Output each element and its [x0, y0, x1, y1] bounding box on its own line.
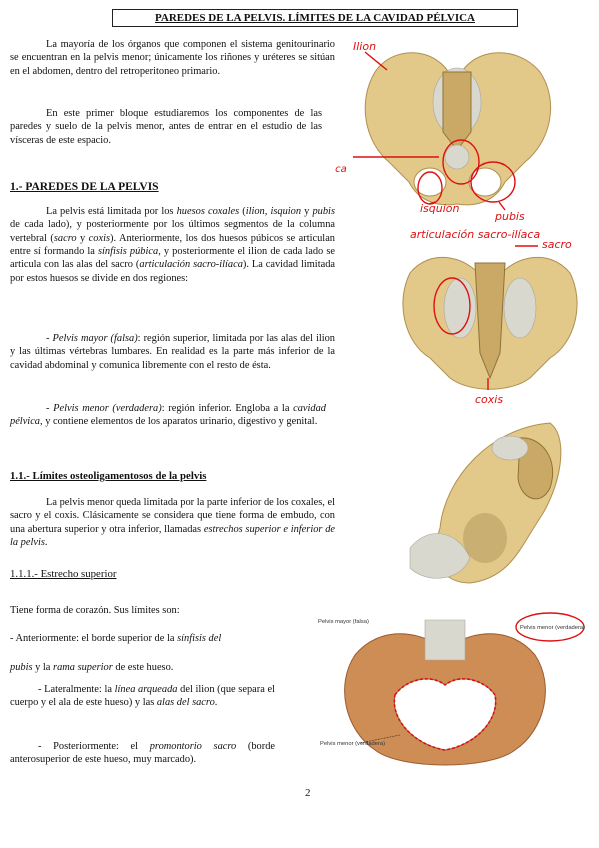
limit-anterior-cont: pubis y la rama superior de este hueso.	[10, 662, 174, 673]
label-pelvis-menor-bottom: Pelvis menor (verdadera)	[320, 741, 385, 747]
pelvis-anterior-figure: Ilion Sínfisis púbica isquion pubis	[335, 40, 552, 223]
label-pelvis-mayor: Pelvis mayor (falsa)	[318, 619, 369, 625]
limit-lateral: - Lateralmente: la línea arqueada del il…	[10, 684, 275, 709]
section1-paragraph-pelvis-menor: - Pelvis menor (verdadera): región infer…	[10, 403, 327, 428]
section-heading-1-1-1: 1.1.1.- Estrecho superior	[10, 568, 117, 580]
intro-paragraph-1: La mayoría de los órganos que componen e…	[10, 39, 335, 77]
label-coxis: coxis	[475, 393, 503, 406]
intro-paragraph-2: En este primer bloque estudiaremos los c…	[10, 108, 322, 146]
limit-anterior: - Anteriormente: el borde superior de la…	[10, 633, 222, 644]
label-pelvis-menor-top: Pelvis menor (verdadera)	[520, 625, 585, 631]
label-sinfisis-publica: Sínfisis púbica	[335, 163, 347, 175]
label-pubis: pubis	[494, 210, 525, 223]
pelvis-superior-strait-figure: Pelvis mayor (falsa) Pelvis menor (verda…	[318, 612, 585, 766]
section11-paragraph: La pelvis menor queda limitada por la pa…	[10, 497, 335, 548]
limit-posterior: - Posteriormente: el promontorio sacro (…	[10, 741, 276, 766]
label-sacro: sacro	[542, 238, 572, 251]
section1-paragraph-pelvis-mayor: - Pelvis mayor (falsa): región superior,…	[10, 333, 336, 371]
pelvis-posterior-figure: articulación sacro-ilíaca sacro coxis	[402, 228, 578, 406]
section-heading-1: 1.- PAREDES DE LA PELVIS	[10, 181, 159, 193]
section-heading-1-1: 1.1.- Límites osteoligamentosos de la pe…	[10, 470, 207, 482]
label-articulacion-sacroiliaca: articulación sacro-ilíaca	[410, 228, 540, 241]
section1-paragraph-1: La pelvis está limitada por los huesos c…	[10, 206, 336, 284]
label-ilion: Ilion	[353, 40, 376, 53]
page-title: PAREDES DE LA PELVIS. LÍMITES DE LA CAVI…	[112, 9, 518, 27]
section111-intro: Tiene forma de corazón. Sus límites son:	[10, 605, 180, 616]
page-number: 2	[305, 787, 311, 799]
label-isquion: isquion	[420, 202, 460, 215]
pelvis-lateral-figure	[409, 422, 562, 584]
